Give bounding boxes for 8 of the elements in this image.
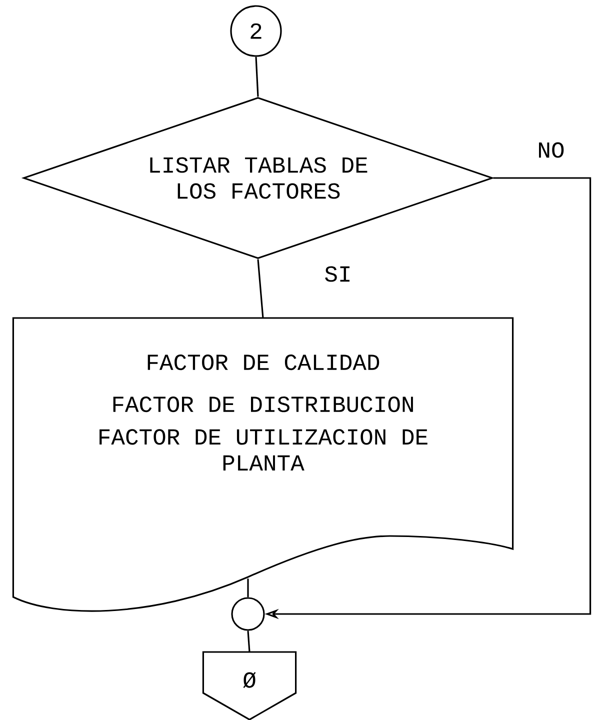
connector-line	[247, 630, 250, 652]
junction-circle	[231, 597, 265, 631]
connector-line	[257, 259, 264, 318]
edge-label: SI	[322, 264, 354, 284]
connector-line	[255, 56, 259, 97]
connector-line	[247, 578, 249, 598]
edge-label: NO	[535, 140, 567, 160]
off-page-connector: Ø	[202, 651, 297, 720]
